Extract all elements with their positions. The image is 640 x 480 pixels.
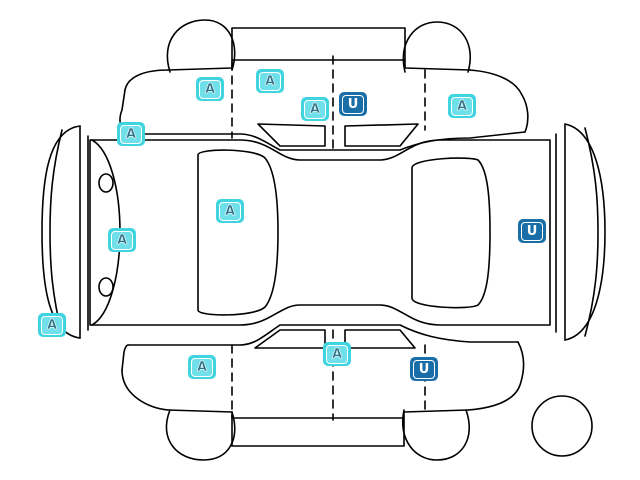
damage-marker-a[interactable]: A bbox=[448, 94, 476, 118]
damage-marker-u[interactable]: U bbox=[410, 357, 438, 381]
marker-letter: A bbox=[451, 96, 473, 116]
damage-marker-a[interactable]: A bbox=[256, 69, 284, 93]
wheel-bottom-left bbox=[165, 409, 236, 461]
damage-marker-u[interactable]: U bbox=[518, 219, 546, 243]
marker-letter: A bbox=[326, 344, 348, 364]
marker-letter: U bbox=[342, 94, 364, 114]
marker-letter: A bbox=[219, 201, 241, 221]
wheel-bottom-right bbox=[402, 409, 471, 461]
marker-letter: A bbox=[41, 315, 63, 335]
damage-marker-a[interactable]: A bbox=[323, 342, 351, 366]
wheel-top-right bbox=[402, 21, 471, 73]
damage-marker-a[interactable]: A bbox=[117, 122, 145, 146]
side-view-top bbox=[119, 27, 529, 151]
wheel-top-left bbox=[166, 19, 236, 73]
damage-marker-u[interactable]: U bbox=[339, 92, 367, 116]
spare-wheel bbox=[531, 395, 593, 457]
damage-marker-a[interactable]: A bbox=[38, 313, 66, 337]
marker-letter: A bbox=[199, 79, 221, 99]
marker-letter: A bbox=[304, 99, 326, 119]
damage-marker-a[interactable]: A bbox=[196, 77, 224, 101]
marker-letter: A bbox=[120, 124, 142, 144]
marker-letter: A bbox=[111, 230, 133, 250]
damage-marker-a[interactable]: A bbox=[108, 228, 136, 252]
damage-marker-a[interactable]: A bbox=[216, 199, 244, 223]
body-top-view bbox=[41, 123, 606, 341]
damage-marker-a[interactable]: A bbox=[188, 355, 216, 379]
side-view-bottom bbox=[121, 324, 525, 447]
marker-letter: U bbox=[413, 359, 435, 379]
marker-letter: A bbox=[191, 357, 213, 377]
marker-letter: A bbox=[259, 71, 281, 91]
marker-letter: U bbox=[521, 221, 543, 241]
damage-marker-a[interactable]: A bbox=[301, 97, 329, 121]
